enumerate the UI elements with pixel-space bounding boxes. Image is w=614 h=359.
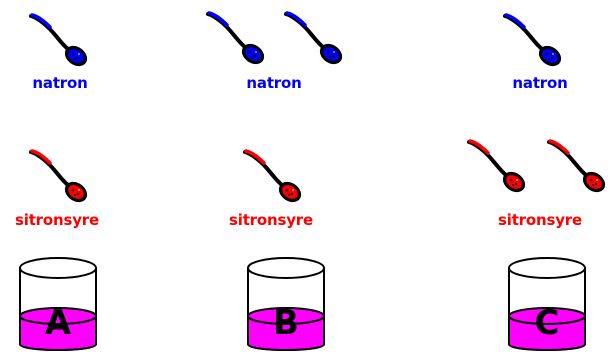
natron-label-a: natron (32, 74, 88, 92)
beaker-icon-a (19, 257, 97, 351)
beaker-letter-a: A (44, 303, 72, 343)
sitronsyre-label-b: sitronsyre (229, 211, 313, 229)
spoon-icon (547, 139, 606, 193)
beaker-letter-c: C (534, 303, 560, 343)
spoon-icon (29, 13, 88, 67)
spoon-icon (284, 11, 343, 65)
sitronsyre-label-a: sitronsyre (15, 211, 99, 229)
beaker-icon-b (247, 257, 325, 351)
spoon-icon (503, 13, 562, 67)
beaker-icon-c (508, 257, 586, 351)
spoon-icon (243, 149, 302, 203)
spoon-icon (206, 11, 265, 65)
beaker-letter-b: B (273, 303, 299, 343)
natron-label-b: natron (246, 74, 302, 92)
spoon-icon (29, 149, 88, 203)
spoon-icon (467, 139, 526, 193)
natron-label-c: natron (512, 74, 568, 92)
sitronsyre-label-c: sitronsyre (498, 211, 582, 229)
